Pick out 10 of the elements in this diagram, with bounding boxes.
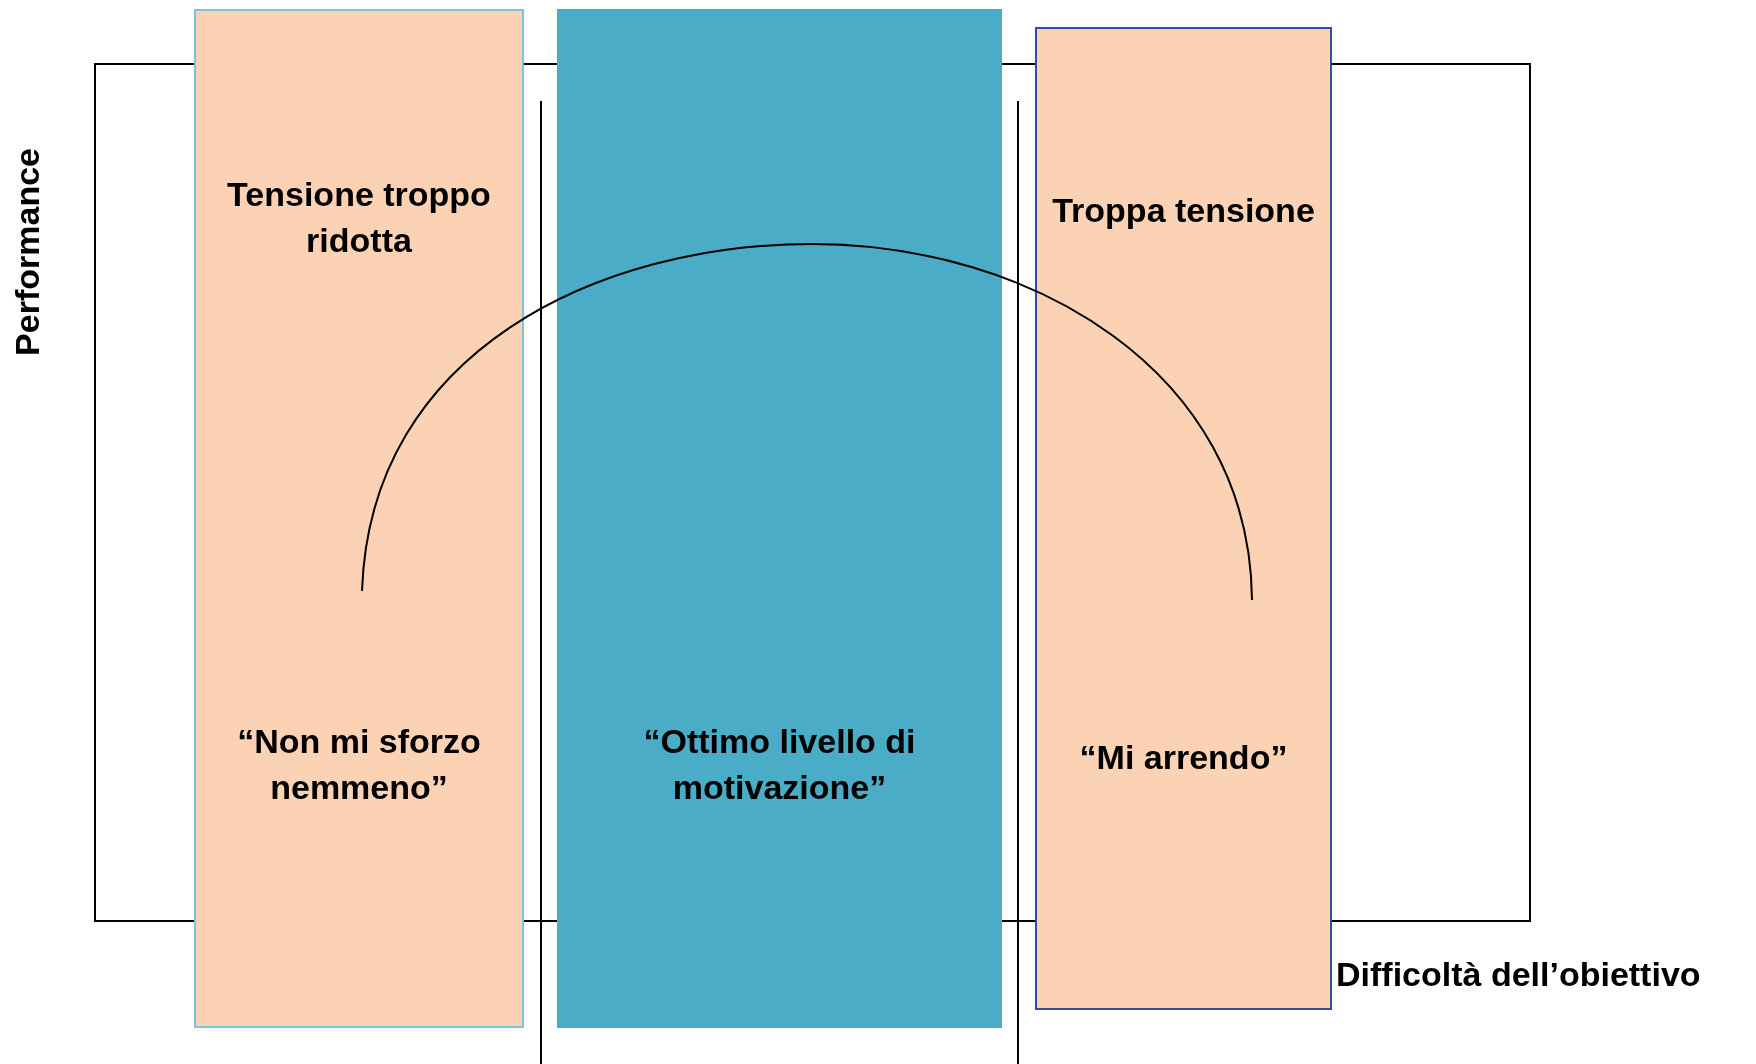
zone-heading: Tensione troppo ridotta — [226, 174, 492, 261]
x-axis-label: Difficoltà dell’obiettivo — [1336, 954, 1701, 994]
zone-band — [557, 9, 1002, 1028]
zone-quote: “Mi arrendo” — [1079, 737, 1288, 779]
zone-band — [194, 9, 524, 1028]
zone-quote: “Non mi sforzo nemmeno” — [236, 721, 482, 808]
zone-heading: Troppa tensione — [1052, 190, 1315, 232]
zone-band — [1035, 27, 1332, 1010]
y-axis-label: Performance — [8, 148, 47, 356]
zone-quote: “Ottimo livello di motivazione” — [642, 721, 917, 808]
